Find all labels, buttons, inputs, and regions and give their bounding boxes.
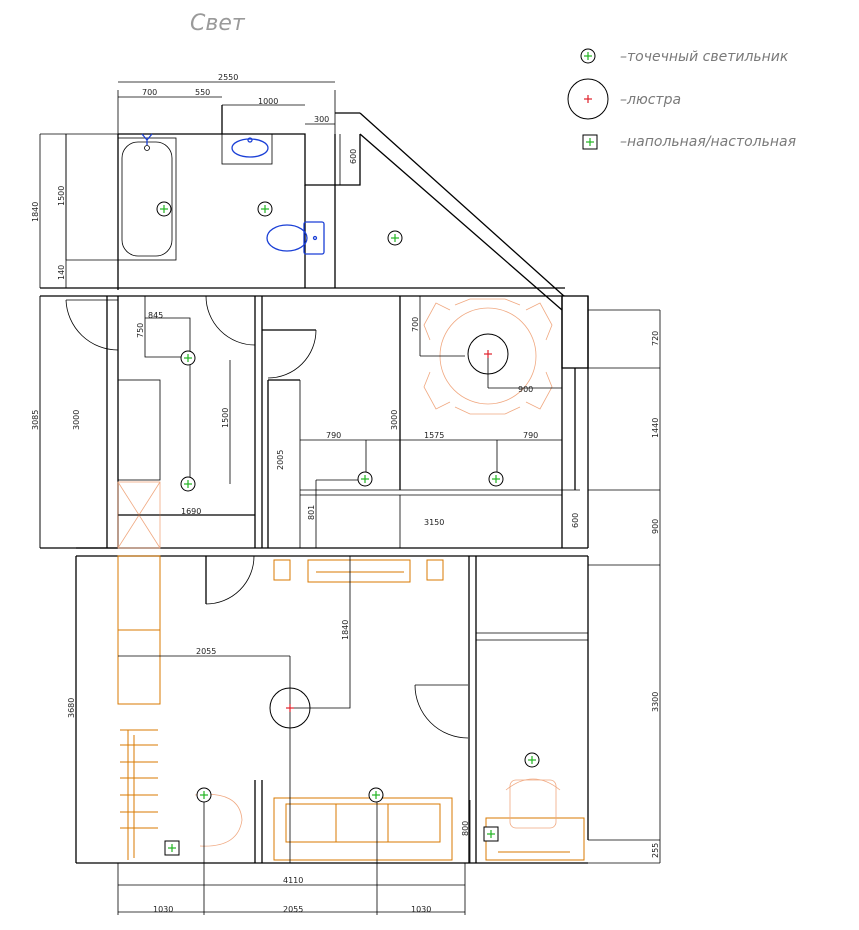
dim-800: 800 xyxy=(461,821,470,836)
spot-light-icon xyxy=(156,201,172,217)
bathtub xyxy=(121,141,173,257)
dim-3300: 3300 xyxy=(651,692,660,712)
spot-light-icon xyxy=(180,476,196,492)
legend-floor-lamp-label: –напольная/настольная xyxy=(620,134,796,150)
dim-600-right: 600 xyxy=(571,513,580,528)
dim-1030-left: 1030 xyxy=(153,905,173,914)
dim-4110: 4110 xyxy=(283,876,303,885)
legend: –точечный светильник –люстра –напольная/… xyxy=(567,48,796,150)
dim-1500: 1500 xyxy=(57,186,66,206)
floor-lamp-icon xyxy=(164,840,180,856)
doors xyxy=(65,295,469,739)
spot-light-icon xyxy=(196,787,212,803)
spot-light-icon xyxy=(387,230,403,246)
sofa xyxy=(273,797,453,861)
legend-spot-icon xyxy=(580,48,596,64)
bath-faucet-icon xyxy=(141,133,153,145)
dim-845: 845 xyxy=(148,311,163,320)
washbasin xyxy=(231,138,269,158)
dim-3085: 3085 xyxy=(31,410,40,430)
dim-1575: 1575 xyxy=(424,431,444,440)
dimension-labels: 2550 700 550 1000 300 600 1840 1500 140 … xyxy=(31,73,660,914)
walls xyxy=(39,90,661,864)
lights xyxy=(156,201,540,856)
dim-140: 140 xyxy=(57,265,66,280)
dim-1440: 1440 xyxy=(651,418,660,438)
dim-1840-living: 1840 xyxy=(341,620,350,640)
dim-750: 750 xyxy=(136,323,145,338)
dim-1690: 1690 xyxy=(181,507,201,516)
dim-700-dining: 700 xyxy=(411,317,420,332)
legend-floor-lamp-icon xyxy=(582,134,598,150)
dim-255: 255 xyxy=(651,843,660,858)
dim-900-right: 900 xyxy=(651,519,660,534)
furniture xyxy=(117,298,585,861)
spot-light-icon xyxy=(488,471,504,487)
dim-700: 700 xyxy=(142,88,157,97)
plan-title: Свет xyxy=(190,11,246,36)
dim-790-left: 790 xyxy=(326,431,341,440)
dim-2055-living: 2055 xyxy=(196,647,216,656)
dim-790-right: 790 xyxy=(523,431,538,440)
plumbing xyxy=(117,133,325,261)
dim-3000-left: 3000 xyxy=(72,410,81,430)
spot-light-icon xyxy=(368,787,384,803)
dim-1500-corridor: 1500 xyxy=(221,408,230,428)
dim-550: 550 xyxy=(195,88,210,97)
floor-lamp-icon xyxy=(483,826,499,842)
dim-900-dining: 900 xyxy=(518,385,533,394)
dim-1000: 1000 xyxy=(258,97,278,106)
dim-2055-bottom: 2055 xyxy=(283,905,303,914)
dim-300: 300 xyxy=(314,115,329,124)
dim-1840: 1840 xyxy=(31,202,40,222)
spot-light-icon xyxy=(257,201,273,217)
toilet xyxy=(266,224,308,252)
legend-chandelier-icon xyxy=(567,78,609,120)
dim-3150: 3150 xyxy=(424,518,444,527)
dim-2550: 2550 xyxy=(218,73,238,82)
dim-1030-right: 1030 xyxy=(411,905,431,914)
legend-spot-label: –точечный светильник xyxy=(620,49,789,65)
spot-light-icon xyxy=(524,752,540,768)
dim-3680: 3680 xyxy=(67,698,76,718)
dim-2005: 2005 xyxy=(276,450,285,470)
dim-720: 720 xyxy=(651,331,660,346)
legend-chandelier-label: –люстра xyxy=(620,92,681,108)
spot-light-icon xyxy=(180,350,196,366)
dim-801: 801 xyxy=(307,505,316,520)
dimension-lines xyxy=(39,81,562,915)
dim-600: 600 xyxy=(349,149,358,164)
spot-light-icon xyxy=(357,471,373,487)
dim-3000-mid: 3000 xyxy=(390,410,399,430)
